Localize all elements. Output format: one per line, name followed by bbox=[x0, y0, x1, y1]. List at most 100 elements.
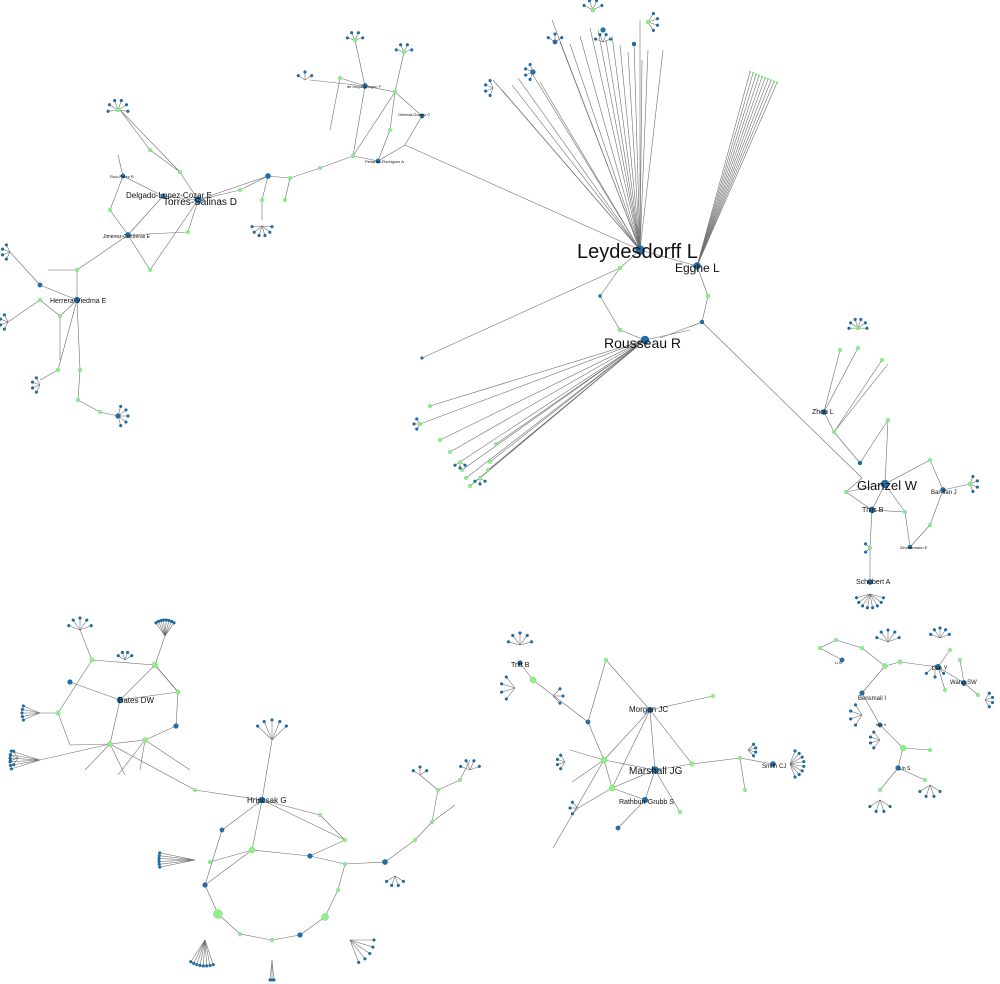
edge bbox=[855, 704, 863, 716]
author-node bbox=[924, 671, 928, 675]
author-node bbox=[559, 753, 563, 757]
edge bbox=[10, 757, 41, 761]
paper-node bbox=[766, 77, 770, 81]
edge bbox=[76, 299, 81, 371]
edge bbox=[22, 712, 41, 717]
author-node bbox=[879, 630, 883, 634]
author-node bbox=[124, 420, 128, 424]
author-node bbox=[192, 961, 196, 966]
edge bbox=[109, 739, 146, 745]
edge bbox=[909, 524, 931, 548]
edge bbox=[394, 51, 405, 93]
author-node bbox=[593, 37, 598, 41]
author-node bbox=[20, 711, 24, 715]
edge bbox=[162, 195, 199, 201]
author-node bbox=[20, 714, 24, 719]
author-node bbox=[85, 618, 89, 622]
edge bbox=[204, 939, 211, 966]
edge bbox=[861, 692, 881, 726]
edge bbox=[739, 757, 774, 765]
author-node bbox=[874, 809, 878, 813]
edge bbox=[501, 683, 516, 689]
edge bbox=[271, 721, 281, 741]
paper-node bbox=[838, 348, 843, 353]
author-node bbox=[938, 789, 942, 794]
edge bbox=[459, 339, 646, 463]
node-label-kim: Kim K bbox=[876, 722, 887, 727]
edge bbox=[884, 419, 889, 485]
node-label-bensmail: Bensmail I bbox=[858, 696, 886, 702]
author-node bbox=[258, 796, 266, 804]
author-node bbox=[160, 193, 166, 199]
edge bbox=[364, 85, 396, 93]
author-node bbox=[125, 232, 131, 238]
edge bbox=[867, 593, 871, 608]
edge bbox=[529, 69, 641, 251]
edge bbox=[404, 144, 641, 251]
paper-node bbox=[458, 460, 463, 465]
paper-node bbox=[97, 410, 102, 415]
edge bbox=[253, 225, 263, 233]
author-node bbox=[500, 690, 504, 694]
edge bbox=[517, 77, 641, 251]
author-node bbox=[847, 326, 851, 330]
edge bbox=[164, 622, 175, 637]
author-node bbox=[126, 650, 130, 655]
author-node bbox=[119, 98, 123, 103]
edge bbox=[386, 875, 396, 882]
edge bbox=[819, 647, 843, 661]
paper-node bbox=[478, 476, 483, 481]
author-node bbox=[857, 600, 861, 604]
edge bbox=[552, 759, 605, 849]
edge bbox=[163, 620, 166, 637]
paper-node bbox=[903, 510, 908, 515]
paper-node bbox=[192, 788, 197, 793]
edge bbox=[159, 852, 196, 861]
edge bbox=[469, 766, 480, 771]
paper-node bbox=[763, 76, 767, 80]
author-node bbox=[990, 701, 995, 705]
edge bbox=[109, 743, 196, 791]
author-node bbox=[987, 691, 991, 695]
edge bbox=[221, 799, 263, 831]
author-node bbox=[120, 173, 126, 179]
edge bbox=[833, 359, 883, 433]
edge bbox=[587, 659, 607, 723]
author-node bbox=[262, 719, 266, 724]
edge bbox=[261, 225, 271, 233]
paper-node bbox=[142, 737, 148, 743]
paper-node bbox=[967, 481, 973, 487]
edge bbox=[119, 664, 156, 701]
author-node bbox=[159, 618, 163, 623]
edge bbox=[431, 789, 439, 823]
edge bbox=[870, 739, 881, 744]
paper-node bbox=[604, 658, 609, 663]
author-node bbox=[868, 804, 872, 809]
edge bbox=[23, 705, 41, 714]
author-node bbox=[944, 628, 948, 632]
paper-node bbox=[818, 646, 823, 651]
edge bbox=[160, 620, 166, 637]
edge bbox=[127, 234, 151, 271]
edge bbox=[352, 155, 379, 162]
author-node bbox=[868, 506, 876, 514]
author-node bbox=[208, 963, 212, 968]
edge bbox=[512, 635, 521, 646]
author-node bbox=[401, 879, 406, 884]
paper-node bbox=[928, 748, 933, 753]
edge bbox=[377, 144, 406, 162]
edge bbox=[84, 743, 111, 771]
paper-node bbox=[689, 761, 695, 767]
edge bbox=[209, 849, 253, 863]
edge bbox=[154, 664, 179, 693]
author-node bbox=[882, 809, 886, 813]
author-node bbox=[252, 230, 256, 234]
paper-node bbox=[428, 404, 433, 409]
edge bbox=[511, 84, 641, 251]
author-node bbox=[167, 618, 171, 623]
edge bbox=[122, 175, 164, 197]
edge bbox=[856, 593, 871, 599]
edge bbox=[861, 665, 886, 694]
author-node bbox=[2, 327, 6, 331]
edge bbox=[508, 641, 521, 646]
